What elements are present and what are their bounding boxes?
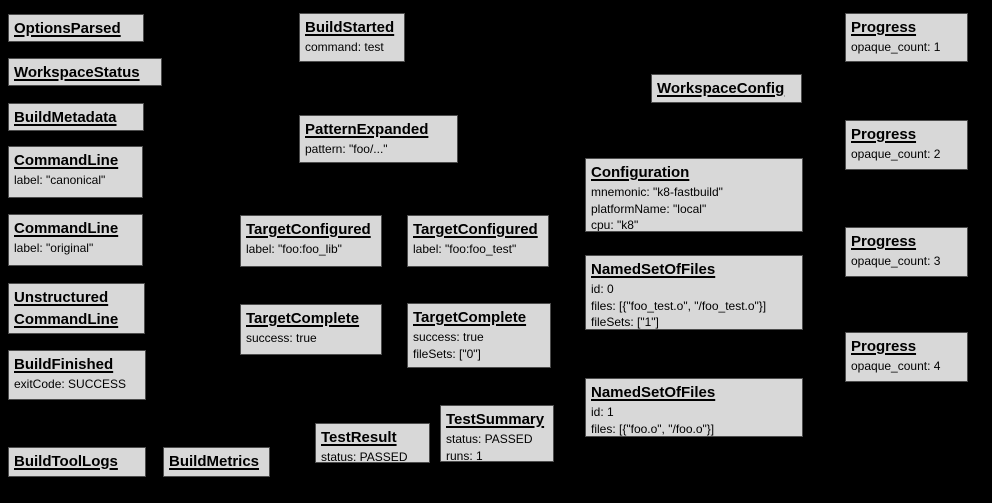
node-field: success: true — [246, 331, 317, 345]
node-field: opaque_count: 1 — [851, 40, 941, 54]
node-field: files: [{"foo_test.o", "/foo_test.o"}] — [591, 298, 767, 313]
node-title: TargetComplete — [246, 310, 360, 327]
node-field: pattern: "foo/..." — [305, 142, 388, 156]
node-field: opaque_count: 4 — [851, 359, 941, 373]
node-field: runs: 1 — [446, 448, 483, 462]
node-field: label: "foo:foo_lib" — [246, 242, 342, 256]
node-field: opaque_count: 2 — [851, 147, 941, 161]
node-workspace-status: WorkspaceStatus — [8, 58, 162, 86]
node-progress-4: Progress opaque_count: 4 — [845, 332, 968, 382]
node-field: fileSets: ["0"] — [413, 346, 481, 361]
node-field: id: 0 — [591, 282, 614, 296]
node-field: label: "foo:foo_test" — [413, 242, 517, 256]
node-test-summary: TestSummary status: PASSED runs: 1 — [440, 405, 554, 462]
node-field: success: true — [413, 330, 484, 344]
node-build-metrics: BuildMetrics — [163, 447, 270, 477]
node-title: TargetConfigured — [413, 221, 538, 238]
node-field: files: [{"foo.o", "/foo.o"}] — [591, 421, 715, 436]
node-title: CommandLine — [14, 152, 119, 169]
node-title: TargetConfigured — [246, 221, 371, 238]
node-command-line-canonical: CommandLine label: "canonical" — [8, 146, 143, 198]
node-command-line-original: CommandLine label: "original" — [8, 214, 143, 266]
node-target-configured-foo-test: TargetConfigured label: "foo:foo_test" — [407, 215, 549, 267]
node-title: OptionsParsed — [14, 20, 121, 37]
node-title: Progress — [851, 19, 917, 36]
node-title: CommandLine — [14, 220, 119, 237]
node-title: TargetComplete — [413, 309, 527, 326]
node-named-set-of-files-1: NamedSetOfFiles id: 1 files: [{"foo.o", "/… — [585, 378, 803, 437]
node-progress-2: Progress opaque_count: 2 — [845, 120, 968, 170]
node-title: WorkspaceStatus — [14, 64, 140, 81]
node-field: status: PASSED — [321, 450, 408, 463]
node-field: platformName: "local" — [591, 201, 707, 216]
node-title: CommandLine — [14, 311, 119, 328]
node-title: BuildToolLogs — [14, 453, 118, 470]
node-title: PatternExpanded — [305, 121, 429, 138]
node-field: status: PASSED — [446, 432, 533, 446]
node-field: fileSets: ["1"] — [591, 315, 659, 329]
node-title: BuildStarted — [305, 19, 395, 36]
node-title: NamedSetOfFiles — [591, 261, 716, 278]
node-progress-1: Progress opaque_count: 1 — [845, 13, 968, 62]
node-field: opaque_count: 3 — [851, 254, 941, 268]
node-build-finished: BuildFinished exitCode: SUCCESS — [8, 350, 146, 400]
node-workspace-config: WorkspaceConfig — [651, 74, 802, 103]
node-title: BuildMetadata — [14, 109, 117, 126]
node-title: Progress — [851, 233, 917, 250]
node-field: label: "canonical" — [14, 173, 106, 187]
node-target-complete-foo-test: TargetComplete success: true fileSets: ["0… — [407, 303, 551, 368]
node-field: exitCode: SUCCESS — [14, 377, 127, 391]
node-build-tool-logs: BuildToolLogs — [8, 447, 146, 477]
node-title: Progress — [851, 126, 917, 143]
node-title: Configuration — [591, 164, 690, 181]
node-field: id: 1 — [591, 405, 614, 419]
node-options-parsed: OptionsParsed — [8, 14, 144, 42]
node-title: TestResult — [321, 429, 397, 446]
node-progress-3: Progress opaque_count: 3 — [845, 227, 968, 277]
node-title: BuildMetrics — [169, 453, 260, 470]
node-field: cpu: "k8" — [591, 218, 639, 232]
node-field: label: "original" — [14, 241, 94, 255]
node-target-configured-foo-lib: TargetConfigured label: "foo:foo_lib" — [240, 215, 382, 267]
node-field: mnemonic: "k8-fastbuild" — [591, 185, 723, 199]
node-test-result: TestResult status: PASSED — [315, 423, 430, 463]
node-named-set-of-files-0: NamedSetOfFiles id: 0 files: [{"foo_test.o… — [585, 255, 803, 330]
node-build-started: BuildStarted command: test — [299, 13, 405, 62]
node-pattern-expanded: PatternExpanded pattern: "foo/..." — [299, 115, 458, 163]
node-title: WorkspaceConfig — [657, 80, 785, 97]
node-title: BuildFinished — [14, 356, 114, 373]
node-title: Progress — [851, 338, 917, 355]
node-target-complete-foo-lib: TargetComplete success: true — [240, 304, 382, 355]
node-build-metadata: BuildMetadata — [8, 103, 144, 131]
node-title: NamedSetOfFiles — [591, 384, 716, 401]
node-configuration: Configuration mnemonic: "k8-fastbuild" pla… — [585, 158, 803, 232]
node-title: TestSummary — [446, 411, 545, 428]
node-title: Unstructured — [14, 289, 109, 306]
node-field: command: test — [305, 40, 384, 54]
